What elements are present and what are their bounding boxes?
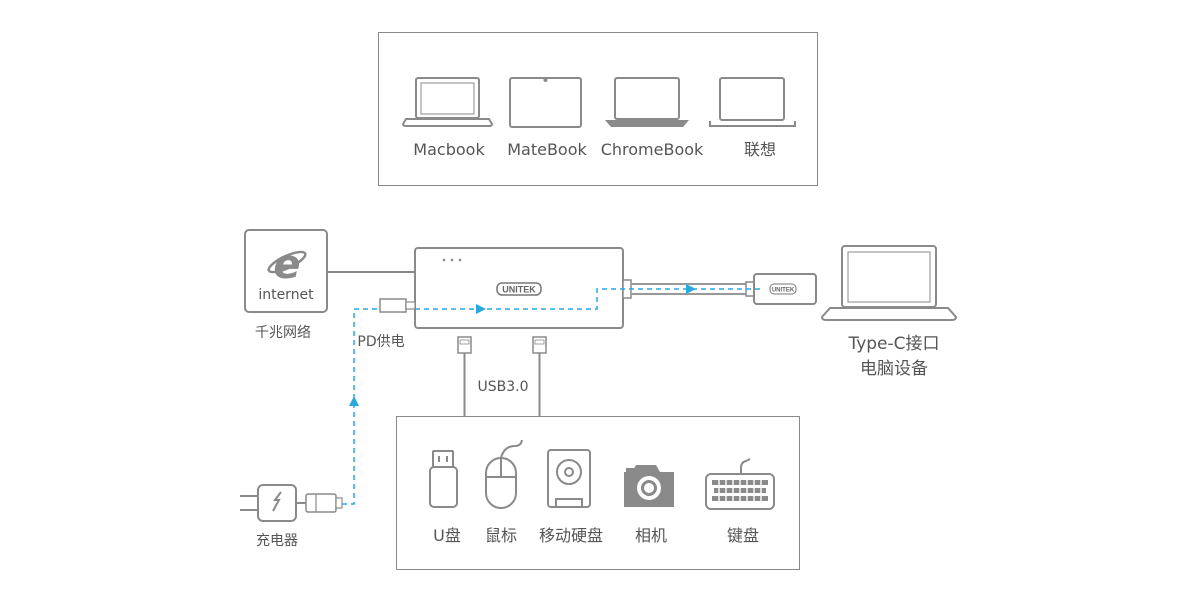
compatible-devices-panel: Macbook MateBook ChromeBook 联想	[378, 32, 818, 186]
usb-flash-drive-icon	[429, 450, 458, 508]
pd-power-label: PD供电	[357, 334, 404, 350]
device-label-lenovo: 联想	[744, 140, 776, 159]
usb3-label: USB3.0	[477, 379, 528, 395]
hard-drive-icon	[547, 449, 591, 508]
device-label-matebook: MateBook	[507, 140, 587, 159]
usb-cables	[457, 336, 547, 416]
charger-icon	[240, 484, 343, 522]
laptop-icon	[401, 77, 494, 127]
plug-brand-logo: UNITEK	[772, 288, 795, 294]
tablet-laptop-icon	[509, 77, 582, 128]
peripheral-label-udisk: U盘	[433, 526, 461, 545]
peripheral-label-keyboard: 键盘	[727, 526, 759, 545]
device-label-chromebook: ChromeBook	[601, 140, 704, 159]
laptop-icon	[605, 77, 689, 127]
internet-explorer-icon: e	[267, 242, 307, 288]
mouse-icon	[485, 439, 523, 509]
camera-icon	[624, 465, 674, 507]
device-label-macbook: Macbook	[413, 140, 485, 159]
usb-hub: UNITEK	[414, 247, 632, 329]
peripheral-label-camera: 相机	[635, 526, 667, 545]
internet-icon-text: internet	[258, 287, 314, 303]
power-flow-path	[342, 288, 760, 505]
typec-laptop-icon	[820, 245, 958, 321]
flow-arrows	[349, 284, 696, 406]
svg-text:e: e	[273, 242, 300, 288]
laptop-icon	[709, 77, 796, 127]
hub-brand-logo: UNITEK	[502, 285, 536, 295]
peripheral-label-hard-drive: 移动硬盘	[539, 526, 603, 545]
peripheral-label-mouse: 鼠标	[485, 526, 517, 545]
typec-cable: UNITEK	[631, 273, 817, 305]
charger-caption: 充电器	[256, 533, 298, 549]
pd-input-port	[379, 298, 416, 313]
peripherals-panel: U盘 鼠标 移动硬盘 相机 键盘	[396, 416, 800, 570]
keyboard-icon	[705, 458, 775, 510]
internet-box: e internet	[244, 229, 328, 313]
internet-caption: 千兆网络	[255, 325, 311, 341]
laptop-caption-line2: 电脑设备	[860, 359, 928, 379]
laptop-caption-line1: Type-C接口	[847, 334, 939, 354]
